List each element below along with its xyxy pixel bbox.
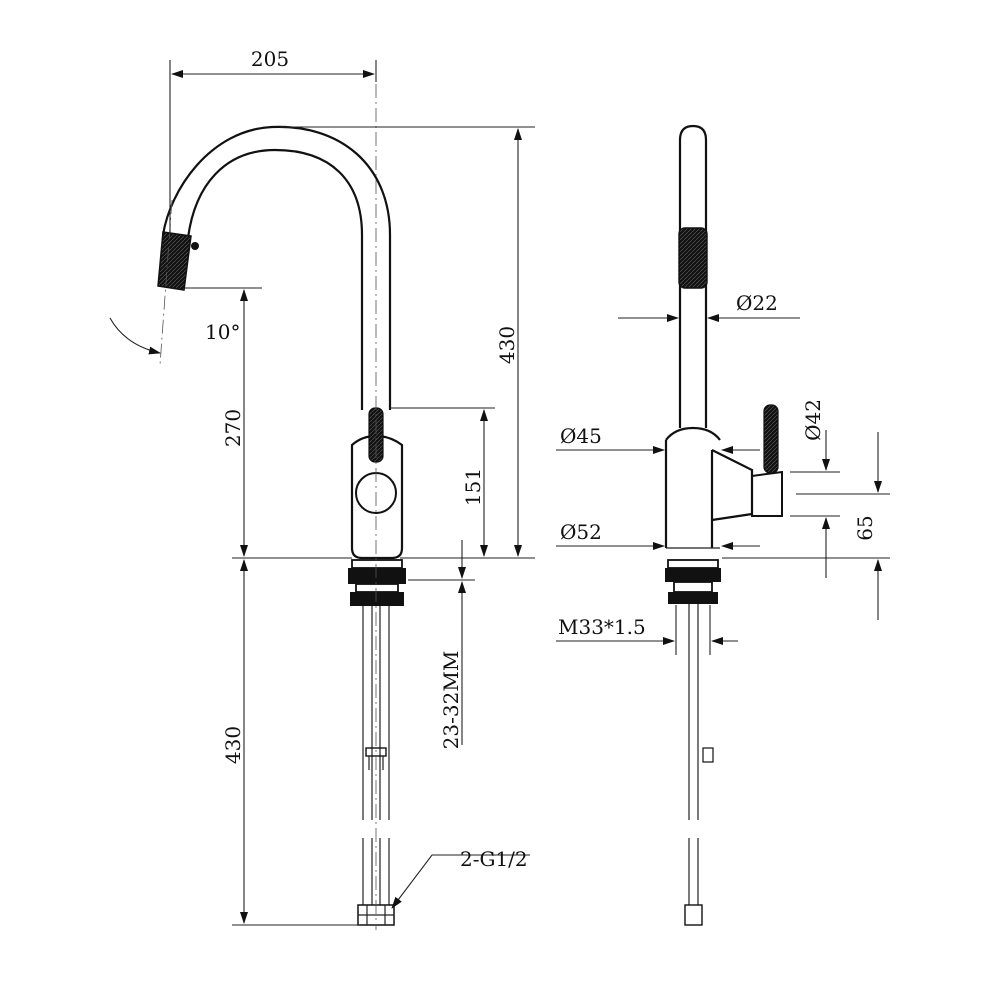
dim-label-spout-height: 270 — [221, 409, 245, 447]
dim-spout-diameter: Ø22 — [618, 291, 800, 322]
dim-body-diameter-upper: Ø45 — [556, 424, 760, 454]
dim-hose-length: 430 — [221, 559, 360, 926]
dim-label-deck-thickness: 23-32MM — [439, 651, 463, 750]
dim-label-body-height: 151 — [461, 468, 485, 506]
side-view: Ø22 Ø45 Ø52 Ø42 65 — [556, 124, 890, 926]
dim-body-height: 151 — [390, 407, 495, 557]
side-spray-knurl — [678, 227, 708, 289]
dim-overall-height: 430 — [280, 126, 535, 559]
front-view: 205 10° 430 151 270 — [109, 47, 535, 930]
side-spout — [678, 124, 708, 428]
dim-label-hose-length: 430 — [221, 726, 245, 764]
dim-label-body-diameter-lower: Ø52 — [560, 520, 602, 544]
front-spray-head — [157, 231, 199, 291]
front-spout — [161, 125, 392, 410]
dim-label-205: 205 — [251, 47, 289, 71]
dim-handle-diameter: Ø42 — [790, 399, 840, 578]
dim-label-handle-height: 65 — [853, 515, 877, 540]
dim-label-tilt: 10° — [205, 320, 240, 344]
dim-label-overall-height: 430 — [495, 326, 519, 364]
side-mounting-nut — [665, 559, 721, 604]
dim-label-thread-size: M33*1.5 — [558, 615, 646, 639]
callout-label-hose-connection: 2-G1/2 — [460, 847, 528, 871]
dim-thread-size: M33*1.5 — [556, 605, 738, 655]
dim-body-diameter-lower: Ø52 — [556, 520, 760, 550]
callout-hose-connection: 2-G1/2 — [391, 847, 530, 909]
dim-label-body-diameter-upper: Ø45 — [560, 424, 602, 448]
front-mounting-nut — [348, 559, 406, 606]
dim-handle-height: 65 — [722, 432, 890, 620]
dim-deck-thickness: 23-32MM — [408, 540, 475, 749]
dim-label-spout-diameter: Ø22 — [736, 291, 778, 315]
dim-spout-height: 270 — [185, 287, 352, 559]
side-faucet-body — [664, 404, 783, 549]
dim-tilt-angle: 10° — [109, 317, 240, 355]
dim-label-handle-diameter: Ø42 — [801, 399, 825, 441]
front-faucet-body — [350, 407, 404, 560]
dim-205: 205 — [169, 47, 377, 235]
side-hoses — [684, 604, 714, 926]
